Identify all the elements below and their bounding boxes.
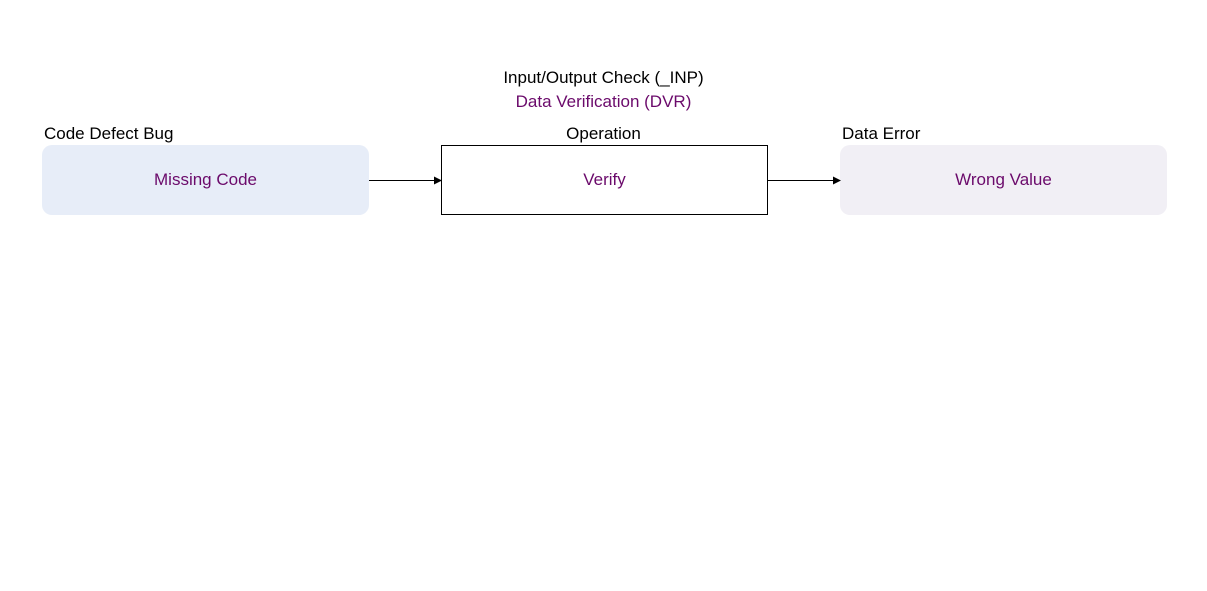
node-verify: Verify: [441, 145, 768, 215]
node-wrong-value: Wrong Value: [840, 145, 1167, 215]
node-missing-code-label: Missing Code: [154, 170, 257, 189]
diagram-subtitle: Data Verification (DVR): [515, 92, 692, 111]
node-missing-code: Missing Code: [42, 145, 369, 215]
group-label-code-defect-bug: Code Defect Bug: [44, 124, 174, 143]
group-label-data-error: Data Error: [842, 124, 921, 143]
node-verify-label: Verify: [583, 170, 626, 189]
group-label-operation: Operation: [566, 124, 641, 143]
node-wrong-value-label: Wrong Value: [955, 170, 1052, 189]
diagram-title: Input/Output Check (_INP): [503, 68, 704, 87]
